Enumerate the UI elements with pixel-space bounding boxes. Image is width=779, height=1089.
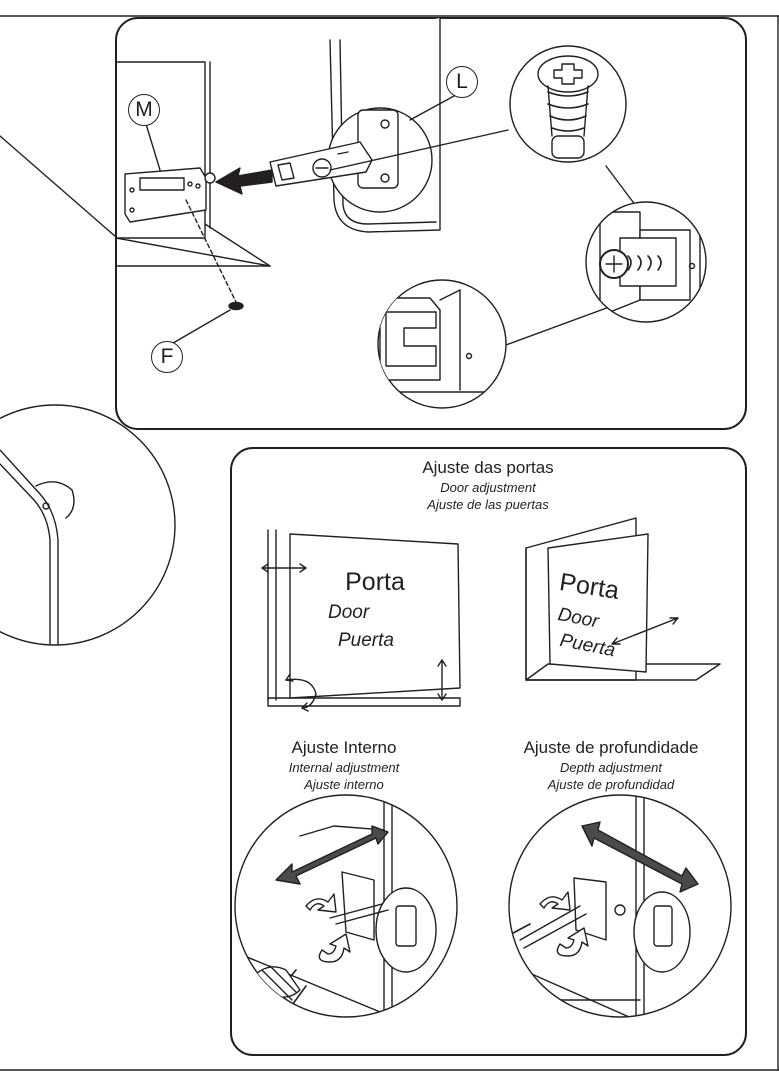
hinge-install-drawing	[116, 18, 637, 347]
page-frame	[0, 15, 779, 1071]
internal-adjust-zoom	[234, 794, 458, 1018]
depth-adjust-en: Depth adjustment	[560, 760, 662, 775]
leader-line	[0, 135, 117, 238]
depth-adjust-es: Ajuste de profundidad	[547, 777, 675, 792]
door-label-pt: Porta	[345, 568, 405, 596]
callout-f: F	[151, 341, 183, 373]
internal-adjust-es: Ajuste interno	[304, 777, 384, 792]
door-adjust-panel	[230, 447, 747, 1056]
door-perspective-diagram	[525, 517, 721, 681]
plate-screw-zoom	[585, 201, 707, 323]
door-label-es: Puerta	[338, 630, 394, 651]
hinge-install-panel	[115, 17, 747, 430]
screw-zoom	[509, 45, 627, 163]
door-front-diagram	[261, 529, 461, 712]
internal-adjust-en: Internal adjustment	[288, 760, 400, 775]
callout-l: L	[446, 66, 478, 98]
door-label-en: Door	[328, 602, 370, 623]
depth-adjust-zoom	[508, 794, 732, 1018]
bracket-zoom	[377, 279, 507, 409]
cabinet-corner-zoom	[0, 404, 176, 646]
callout-m: M	[128, 94, 160, 126]
adjust-title-es: Ajuste de las puertas	[427, 497, 549, 512]
adjust-title-pt: Ajuste das portas	[422, 458, 554, 477]
adjust-title-en: Door adjustment	[440, 480, 536, 495]
depth-adjust-title: Ajuste de profundidade	[523, 738, 699, 757]
internal-adjust-title: Ajuste Interno	[291, 738, 397, 757]
